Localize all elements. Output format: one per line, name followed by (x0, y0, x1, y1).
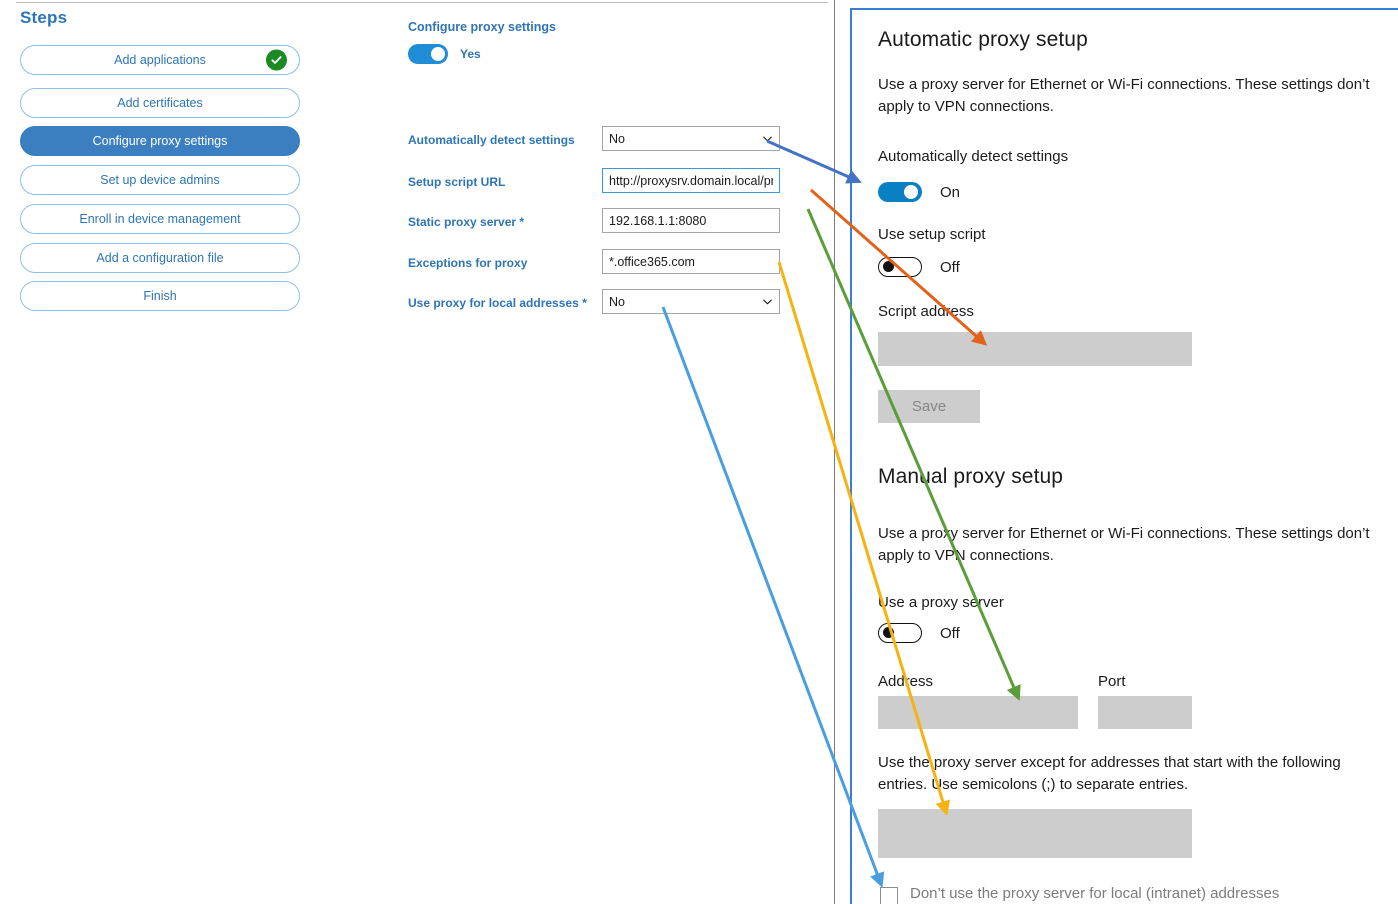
step-label: Enroll in device management (79, 212, 241, 226)
script-address-input[interactable] (878, 332, 1192, 366)
input-static-proxy-server[interactable]: 192.168.1.1:8080 (602, 208, 780, 233)
automatically-detect-settings-label: Automatically detect settings (878, 148, 1069, 165)
proxy-form-panel: Configure proxy settings Yes Automatical… (330, 0, 834, 904)
sidebar-step-set-up-device-admins[interactable]: Set up device admins (20, 165, 300, 195)
use-a-proxy-server-toggle[interactable]: Off (878, 623, 960, 643)
select-automatically-detect-settings[interactable]: No (602, 126, 780, 151)
panel-divider (834, 0, 835, 904)
bypass-local-addresses-label: Don’t use the proxy server for local (in… (910, 885, 1280, 902)
toggle-switch-on[interactable] (408, 44, 448, 64)
script-address-label: Script address (878, 303, 974, 320)
manual-proxy-description: Use a proxy server for Ethernet or Wi-Fi… (878, 525, 1370, 564)
use-setup-script-toggle[interactable]: Off (878, 257, 960, 277)
field-label-automatically-detect-settings: Automatically detect settings (408, 133, 575, 147)
steps-title: Steps (20, 8, 68, 27)
select-use-proxy-for-local-addresses[interactable]: No (602, 289, 780, 314)
exceptions-input[interactable] (878, 809, 1192, 858)
use-a-proxy-server-label: Use a proxy server (878, 594, 1004, 611)
automatically-detect-settings-toggle[interactable]: On (878, 182, 960, 202)
bypass-local-addresses-checkbox[interactable] (880, 887, 898, 904)
toggle-state-label: Off (940, 258, 960, 276)
sidebar-step-add-a-configuration-file[interactable]: Add a configuration file (20, 243, 300, 273)
step-label: Finish (143, 289, 177, 303)
input-setup-script-url[interactable]: http://proxysrv.domain.local/proxy.pa (602, 168, 780, 193)
field-label-exceptions-for-proxy: Exceptions for proxy (408, 256, 528, 270)
toggle-state-label: Off (940, 624, 960, 642)
address-input[interactable] (878, 696, 1078, 729)
required-asterisk: * (578, 296, 587, 310)
port-label: Port (1098, 673, 1126, 690)
input-exceptions-for-proxy[interactable]: *.office365.com (602, 249, 780, 274)
toggle-switch-off[interactable] (878, 257, 922, 277)
field-label-use-proxy-for-local-addresses: Use proxy for local addresses * (408, 296, 587, 310)
steps-panel: Steps Add applications Add certificates … (0, 0, 330, 904)
port-input[interactable] (1098, 696, 1192, 729)
step-label: Configure proxy settings (92, 134, 228, 148)
windows-settings-frame: Automatic proxy setup Use a proxy server… (850, 8, 1398, 904)
field-label-setup-script-url: Setup script URL (408, 175, 506, 189)
field-label-static-proxy-server: Static proxy server * (408, 215, 525, 229)
step-label: Add certificates (117, 96, 203, 110)
address-label: Address (878, 673, 934, 690)
toggle-state-label: Yes (460, 47, 481, 61)
required-asterisk: * (516, 215, 525, 229)
use-setup-script-label: Use setup script (878, 226, 986, 243)
configure-proxy-toggle[interactable]: Yes (408, 44, 481, 64)
top-divider (16, 2, 828, 3)
toggle-state-label: On (940, 183, 961, 201)
step-label: Set up device admins (100, 173, 220, 187)
toggle-switch-off[interactable] (878, 623, 922, 643)
sidebar-step-configure-proxy-settings[interactable]: Configure proxy settings (20, 126, 300, 156)
sidebar-step-add-applications[interactable]: Add applications (20, 45, 300, 75)
sidebar-step-add-certificates[interactable]: Add certificates (20, 88, 300, 118)
chevron-down-icon (763, 136, 772, 141)
form-heading: Configure proxy settings (408, 20, 556, 34)
step-label: Add applications (114, 53, 206, 67)
step-label: Add a configuration file (96, 251, 224, 265)
check-circle-icon (266, 49, 287, 71)
automatic-proxy-description: Use a proxy server for Ethernet or Wi-Fi… (878, 76, 1370, 115)
sidebar-step-finish[interactable]: Finish (20, 281, 300, 311)
toggle-switch-on[interactable] (878, 182, 922, 202)
manual-proxy-setup-heading: Manual proxy setup (878, 465, 1064, 488)
save-button[interactable]: Save (878, 390, 980, 423)
chevron-down-icon (763, 299, 772, 304)
exceptions-description: Use the proxy server except for addresse… (878, 754, 1341, 793)
automatic-proxy-setup-heading: Automatic proxy setup (878, 28, 1088, 51)
sidebar-step-enroll-in-device-management[interactable]: Enroll in device management (20, 204, 300, 234)
